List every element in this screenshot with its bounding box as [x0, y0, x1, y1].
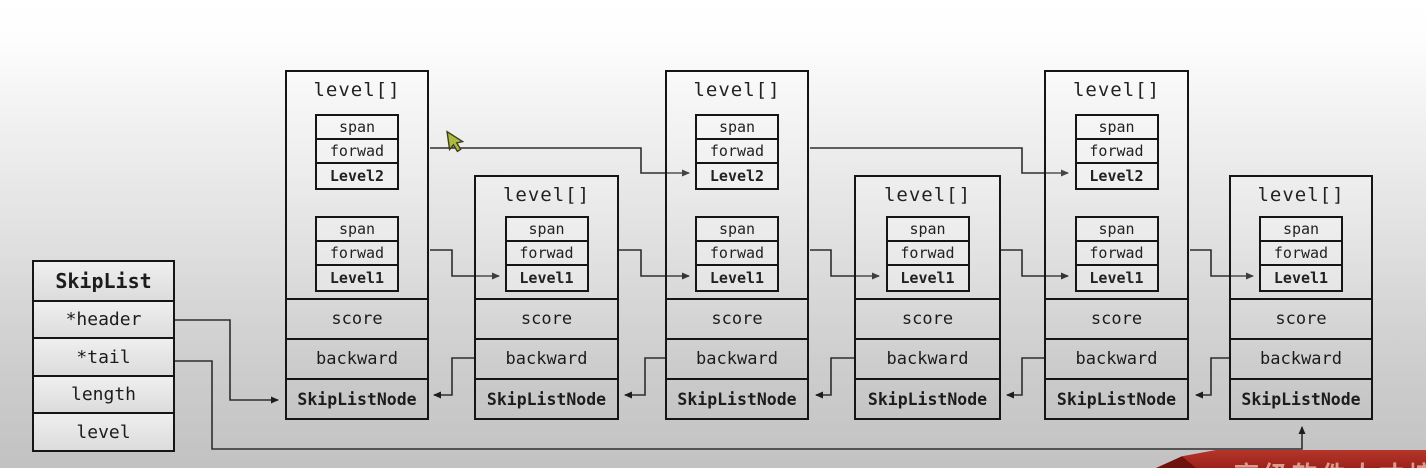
level-label: Level1 — [329, 269, 385, 287]
level1-entry: span forwad Level1 — [315, 216, 399, 292]
forward-cell: forwad — [1076, 242, 1157, 266]
span-cell: span — [1261, 218, 1341, 242]
node-title: level[] — [1257, 184, 1345, 206]
level1-entry: span forwad Level1 — [504, 216, 589, 292]
level-label: Level2 — [329, 167, 385, 185]
level-label: Level2 — [709, 167, 765, 185]
level1-entry: span forwad Level1 — [1074, 216, 1159, 292]
field-tail: *tail — [32, 337, 175, 377]
span-cell: span — [317, 218, 397, 242]
level1-entry: span forwad Level1 — [885, 216, 970, 292]
field-level: level — [32, 412, 175, 452]
level-label: Level1 — [709, 269, 765, 287]
level2-entry: span forwad Level2 — [315, 114, 399, 190]
forward-cell: forwad — [697, 140, 777, 164]
span-cell: span — [887, 218, 968, 242]
mouse-pointer-icon — [446, 130, 465, 153]
node-6: level[] span forwad Level1 score backwar… — [1229, 175, 1373, 420]
level2-entry: span forwad Level2 — [695, 114, 779, 190]
forward-cell: forwad — [506, 242, 587, 266]
forward-cell: forwad — [317, 140, 397, 164]
span-cell: span — [1076, 218, 1157, 242]
backward-row: backward — [1046, 338, 1187, 378]
field-header: *header — [32, 299, 175, 340]
node-title: level[] — [1072, 79, 1161, 101]
banner-fold — [1156, 456, 1196, 468]
node-3: level[] span forwad Level2 span forwad L… — [665, 70, 809, 420]
level2-entry: span forwad Level2 — [1074, 114, 1159, 190]
forward-cell: forwad — [317, 242, 397, 266]
span-cell: span — [1076, 116, 1157, 140]
score-row: score — [667, 298, 807, 338]
node-5: level[] span forwad Level2 span forwad L… — [1044, 70, 1189, 420]
score-row: score — [476, 298, 617, 338]
watermark-banner: 高级软件人才培训中心 — [1156, 450, 1426, 468]
node-footer: SkipListNode — [667, 378, 807, 418]
node-footer: SkipListNode — [1046, 378, 1187, 418]
score-row: score — [287, 298, 427, 338]
backward-row: backward — [856, 338, 999, 378]
node-footer: SkipListNode — [287, 378, 427, 418]
backward-row: backward — [476, 338, 617, 378]
forward-cell: forwad — [1076, 140, 1157, 164]
banner-text: 高级软件人才培训中心 — [1234, 456, 1426, 468]
level-label: Level1 — [1273, 269, 1329, 287]
node-title: level[] — [313, 79, 401, 101]
node-footer: SkipListNode — [476, 378, 617, 418]
forward-cell: forwad — [1261, 242, 1341, 266]
backward-row: backward — [667, 338, 807, 378]
forward-cell: forwad — [887, 242, 968, 266]
score-row: score — [856, 298, 999, 338]
node-footer: SkipListNode — [1231, 378, 1371, 418]
level-label: Level2 — [1089, 167, 1144, 185]
skiplist-struct: SkipList *header *tail length level — [32, 260, 175, 452]
level1-entry: span forwad Level1 — [695, 216, 779, 292]
span-cell: span — [317, 116, 397, 140]
node-footer: SkipListNode — [856, 378, 999, 418]
node-2: level[] span forwad Level1 score backwar… — [474, 175, 619, 420]
node-1: level[] span forwad Level2 span forwad L… — [285, 70, 429, 420]
level-label: Level1 — [1089, 269, 1144, 287]
field-length: length — [32, 374, 175, 415]
level-label: Level1 — [900, 269, 955, 287]
score-row: score — [1046, 298, 1187, 338]
skiplist-title: SkipList — [32, 260, 175, 302]
span-cell: span — [697, 116, 777, 140]
span-cell: span — [697, 218, 777, 242]
node-title: level[] — [693, 79, 781, 101]
backward-row: backward — [1231, 338, 1371, 378]
backward-row: backward — [287, 338, 427, 378]
level1-entry: span forwad Level1 — [1259, 216, 1343, 292]
score-row: score — [1231, 298, 1371, 338]
forward-cell: forwad — [697, 242, 777, 266]
span-cell: span — [506, 218, 587, 242]
node-title: level[] — [502, 184, 591, 206]
node-title: level[] — [883, 184, 972, 206]
level-label: Level1 — [519, 269, 574, 287]
node-4: level[] span forwad Level1 score backwar… — [854, 175, 1001, 420]
